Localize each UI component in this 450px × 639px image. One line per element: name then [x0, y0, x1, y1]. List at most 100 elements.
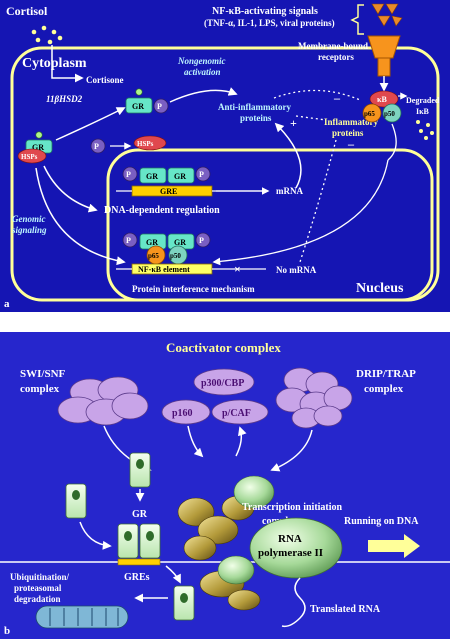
dna-regulation-label: DNA-dependent regulation — [104, 205, 220, 216]
dotted-inhibit-inflammatory — [295, 115, 327, 121]
tic-label: Transcription initiation — [242, 502, 343, 513]
degraded-ikb-label: Degraded — [406, 96, 440, 105]
nfkb-ikb-complex: κB p65 p50 — [362, 90, 402, 123]
panel-a: Cortisol Cytoplasm Cortisone 11βHSD2 NF-… — [0, 0, 450, 312]
svg-text:p160: p160 — [172, 408, 193, 419]
free-phosphate-label: P — [94, 142, 99, 151]
receptors-label-2: receptors — [318, 52, 354, 62]
ikb-blob — [369, 90, 399, 108]
cortisol-label: Cortisol — [6, 4, 48, 18]
running-arrow — [368, 534, 420, 558]
arrow-drip-down — [270, 429, 313, 472]
green-factors — [217, 475, 275, 585]
ubiq-label-3: degradation — [14, 594, 61, 604]
proteasome — [35, 605, 129, 629]
p50-label: p50 — [384, 110, 395, 118]
phosphate-label: P — [157, 102, 162, 111]
protein-interference-label: Protein interference mechanism — [132, 284, 255, 294]
membrane-receptor — [367, 35, 401, 77]
svg-text:P: P — [126, 170, 131, 179]
minus-sign-right: – — [347, 137, 355, 151]
anti-inflammatory-label: Anti-inflammatory — [218, 102, 291, 112]
svg-text:GR: GR — [146, 172, 158, 181]
cortisone-label: Cortisone — [86, 75, 124, 85]
panel-b-letter: b — [4, 625, 10, 637]
drip-trap-label-2: complex — [364, 383, 404, 395]
hsps-label: HSPs — [21, 153, 38, 161]
svg-text:p50: p50 — [170, 252, 181, 260]
svg-text:p300/CBP: p300/CBP — [201, 378, 244, 389]
arrow-gr-left — [79, 521, 112, 550]
panel-a-letter: a — [4, 298, 10, 310]
panel-b: Coactivator complex SWI/SNF complex DRIP… — [0, 332, 450, 639]
rna-pol-label-2: polymerase II — [258, 547, 323, 559]
free-phosphate — [90, 138, 106, 154]
rna-polymerase-ii: RNA polymerase II — [249, 517, 343, 579]
nucleus-label: Nucleus — [356, 281, 404, 296]
p65-ball — [362, 103, 382, 123]
arrow-nfkb-to-nucleus — [387, 123, 397, 161]
svg-text:P: P — [199, 170, 204, 179]
phosphate — [153, 98, 169, 114]
signal-ligands — [371, 3, 403, 27]
rna-pol-label: RNA — [278, 533, 302, 545]
svg-text:p/CAF: p/CAF — [222, 408, 251, 419]
gr-activated: GR P — [125, 88, 169, 114]
p300-cbp: p300/CBP — [193, 368, 255, 396]
nongenomic-label-2: activation — [184, 67, 221, 77]
hsp-blob — [17, 148, 47, 164]
gr-hsp-complex: GR HSPs — [17, 131, 53, 164]
arrow-cortisol-cortisone — [51, 45, 84, 83]
free-hsps-label: HSPs — [137, 140, 154, 148]
arrow-to-gr-activated — [55, 107, 126, 141]
swi-snf-label: SWI/SNF — [20, 368, 66, 380]
anti-inflammatory-label-2: proteins — [240, 113, 272, 123]
cortisol-molecules — [31, 25, 63, 45]
arrow-to-degraded-gr — [165, 565, 181, 584]
arrow-to-interference — [35, 167, 126, 266]
plus-sign: + — [290, 116, 297, 130]
interference-complex: P GR GR P p65 p50 NF-κB element — [122, 232, 213, 275]
gr-label-b: GR — [132, 509, 148, 520]
gr-label: GR — [32, 143, 44, 152]
degraded-ikb-label-2: IκB — [416, 107, 430, 116]
inflammatory-label-2: proteins — [332, 128, 364, 138]
nfkb-element-label: NF-κB element — [138, 265, 190, 274]
gr-cell-top — [129, 452, 151, 488]
p160: p160 — [161, 399, 211, 425]
cytoplasm-label: Cytoplasm — [22, 56, 87, 71]
coactivator-title: Coactivator complex — [166, 340, 281, 355]
running-on-dna-label: Running on DNA — [344, 516, 419, 527]
nucleus-membrane — [106, 148, 434, 302]
p65-label: p65 — [364, 110, 375, 118]
ubiq-label: Ubiquitination/ — [10, 572, 70, 582]
genomic-label: Genomic — [12, 214, 46, 224]
svg-text:P: P — [199, 236, 204, 245]
arrow-nongenomic — [169, 87, 238, 103]
svg-text:GR: GR — [174, 172, 186, 181]
arrow-mrna-to-anti — [274, 122, 302, 189]
svg-text:P: P — [126, 236, 131, 245]
translated-rna-strand — [281, 577, 306, 628]
panel-divider — [0, 312, 450, 332]
receptors-label: Membrane-bound — [298, 41, 368, 51]
arrow-coactivator-down — [187, 425, 204, 458]
arrow-nfkb-into-nucleus — [212, 159, 389, 266]
arrow-to-dna-regulation — [43, 165, 98, 213]
drip-trap-complex — [275, 367, 353, 429]
11bhsd2-label: 11βHSD2 — [46, 94, 83, 104]
gres-label: GREs — [124, 572, 150, 583]
degraded-ikb-dots — [416, 120, 434, 140]
svg-text:p65: p65 — [148, 252, 159, 260]
x-mark: × — [234, 262, 241, 276]
gre-label: GRE — [160, 187, 177, 196]
p-caf: p/CAF — [211, 399, 269, 425]
swi-snf-complex — [57, 376, 149, 426]
no-mrna-label: No mRNA — [276, 265, 317, 275]
gr-cell-left — [65, 483, 87, 519]
gr-cell-degraded — [173, 585, 195, 621]
ikb-label: κB — [377, 95, 387, 104]
inflammatory-label: Inflammatory — [324, 117, 378, 127]
nongenomic-label: Nongenomic — [177, 56, 226, 66]
arrow-coactivator-up — [235, 426, 247, 457]
